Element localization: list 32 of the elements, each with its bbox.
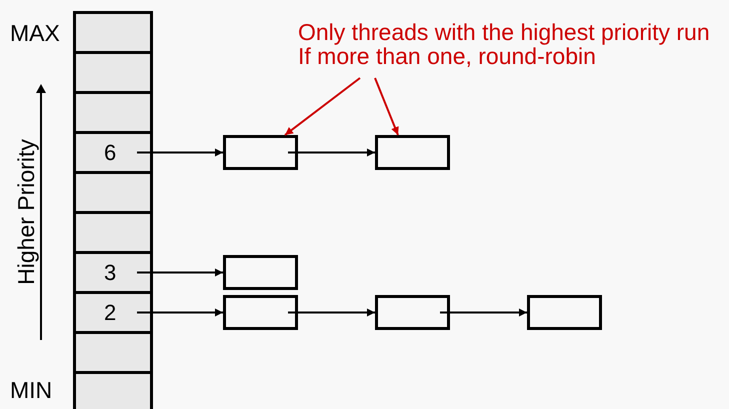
priority-queue-slot [73, 331, 153, 374]
priority-number: 3 [104, 260, 116, 284]
annotation-text: Only threads with the highest priority run [298, 20, 710, 44]
thread-box [223, 295, 298, 330]
priority-queue-slot [73, 51, 153, 94]
priority-queue-slot [73, 211, 153, 254]
thread-box [223, 135, 298, 170]
pointer-arrow [137, 148, 223, 156]
priority-queue-slot [73, 251, 153, 294]
priority-queue-slot [73, 131, 153, 174]
priority-number: 2 [104, 300, 116, 324]
priority-queue-slot [73, 91, 153, 134]
level-label: MIN [10, 377, 52, 403]
annotation-text: If more than one, round-robin [298, 44, 596, 68]
pointer-arrow [137, 268, 223, 276]
pointer-arrow [137, 308, 223, 316]
priority-queue-slot [73, 371, 153, 409]
pointer-arrow [288, 148, 375, 156]
priority-number: 6 [104, 140, 116, 164]
thread-box [527, 295, 602, 330]
axis-label: Higher Priority [13, 139, 39, 285]
priority-queue-slot [73, 171, 153, 214]
level-label: MAX [10, 20, 60, 46]
priority-queue-slot [73, 11, 153, 54]
pointer-arrow [288, 308, 375, 316]
thread-box [223, 255, 298, 290]
thread-box [375, 295, 450, 330]
pointer-arrow [440, 308, 527, 316]
thread-box [375, 135, 450, 170]
priority-queue-slot [73, 291, 153, 334]
leader-arrow [284, 77, 361, 136]
leader-arrow [374, 78, 399, 136]
